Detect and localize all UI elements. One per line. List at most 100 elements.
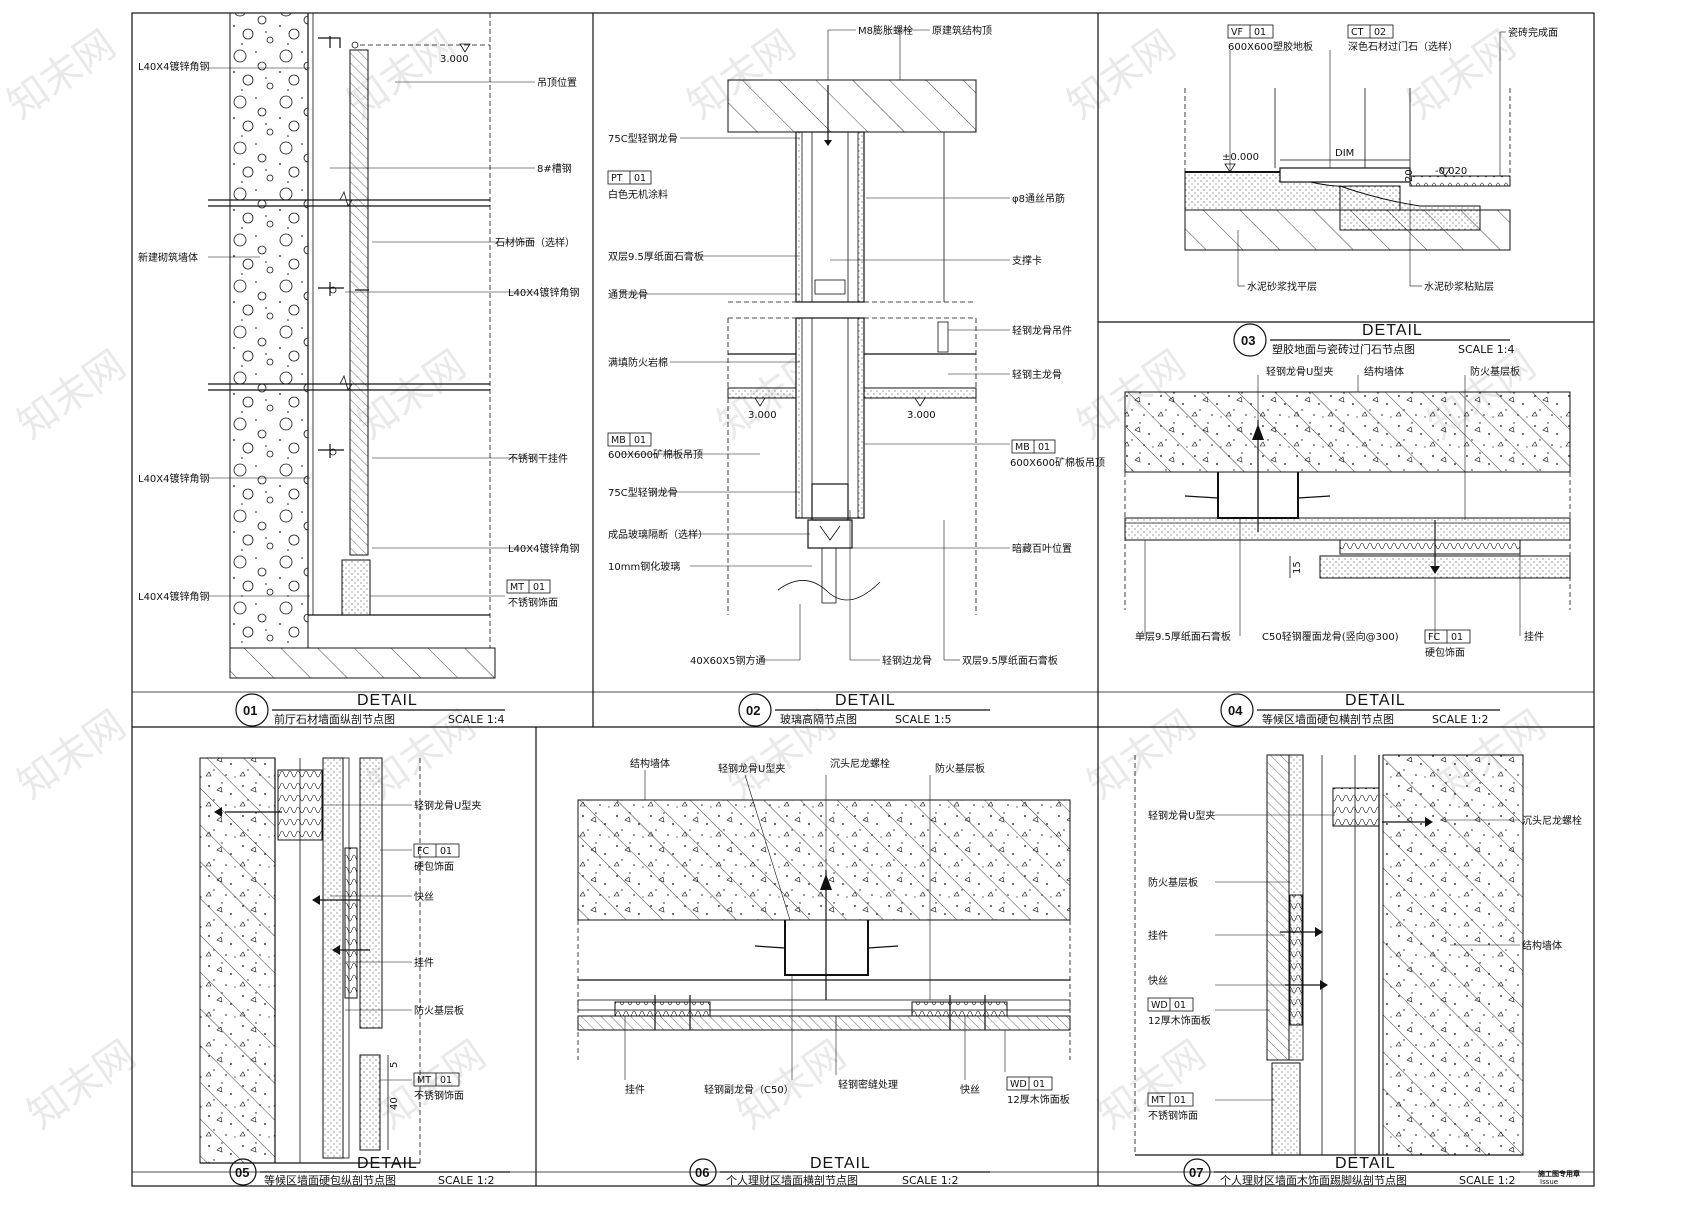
- material-tag: [1147, 1092, 1194, 1107]
- detail-number: 01: [243, 703, 257, 718]
- detail-number: 03: [1241, 333, 1255, 348]
- watermark-text: 知末网: [1089, 1032, 1214, 1139]
- callout-label: 轻钢龙骨U型夹: [1266, 365, 1333, 378]
- callout-label: 75C型轻钢龙骨: [608, 132, 678, 145]
- partition-upper: [795, 131, 865, 303]
- level-label: 3.000: [748, 410, 777, 421]
- detail-04: 15 轻钢龙骨U型夹 结构墙体 防火基层板 单层9.5厚纸面石膏板 C50轻钢覆…: [1124, 365, 1571, 727]
- detail-number: 02: [746, 703, 760, 718]
- callout-label: 挂件: [414, 956, 434, 969]
- callout-label: 不锈钢干挂件: [508, 452, 568, 465]
- level-label: 3.000: [440, 54, 469, 65]
- callout-label: 沉头尼龙螺栓: [830, 757, 890, 770]
- callout-label: 不锈钢饰面: [1148, 1109, 1198, 1122]
- callout-label: L40X4镀锌角钢: [508, 542, 580, 555]
- material-tag-code: MB: [611, 435, 626, 446]
- detail-scale: SCALE 1:2: [438, 1174, 494, 1187]
- callout-label: L40X4镀锌角钢: [138, 590, 210, 603]
- material-tag-no: 01: [533, 582, 545, 593]
- material-tag-no: 02: [1374, 27, 1386, 38]
- detail-heading: DETAIL: [810, 1155, 871, 1172]
- callout-label: 防火基层板: [1470, 365, 1520, 378]
- hanger-left: [614, 1001, 711, 1017]
- structural-slab: [727, 79, 977, 133]
- material-tag-no: 01: [634, 173, 646, 184]
- fire-board: [322, 757, 344, 1159]
- callout-label: 快丝: [1148, 975, 1168, 987]
- callout-label: 通贯龙骨: [608, 288, 648, 301]
- material-tag-no: 01: [1174, 1095, 1186, 1106]
- callout-label: 轻钢边龙骨: [882, 654, 932, 667]
- hard-pack-panel: [1319, 555, 1571, 579]
- watermark-text: 知末网: [9, 342, 134, 449]
- callout-label: 满填防火岩棉: [608, 356, 668, 369]
- callout-label: 防火基层板: [1148, 876, 1198, 889]
- material-tag-no: 01: [1451, 632, 1463, 643]
- steel-skirting: [1271, 1062, 1301, 1156]
- material-tag: [1006, 1076, 1053, 1091]
- detail-number: 07: [1189, 1165, 1203, 1180]
- tile-layer: [1409, 175, 1511, 187]
- hard-pack-panel: [359, 757, 383, 1029]
- material-tag-no: 01: [1254, 27, 1266, 38]
- hanger: [344, 847, 358, 999]
- detail-title: 等候区墙面硬包横剖节点图: [1262, 712, 1394, 726]
- detail-heading: DETAIL: [1345, 692, 1406, 709]
- callout-label: 12厚木饰面板: [1148, 1014, 1211, 1027]
- detail-number-circle: [1220, 693, 1254, 727]
- detail-title: 个人理财区墙面木饰面踢脚纵剖节点图: [1220, 1173, 1407, 1187]
- callout-label: 挂件: [1524, 630, 1544, 643]
- threshold-stone: [1279, 167, 1411, 183]
- callout-label: 75C型轻钢龙骨: [608, 486, 678, 499]
- callout-label: 新建砌筑墙体: [138, 251, 198, 264]
- material-tag-code: FC: [417, 846, 429, 857]
- material-tag: [1147, 997, 1194, 1012]
- callout-label: 轻钢副龙骨（C50）: [704, 1083, 794, 1096]
- callout-label: 支撑卡: [1012, 254, 1042, 267]
- callout-label: 暗藏百叶位置: [1012, 542, 1072, 555]
- detail-number-circle: [689, 1158, 717, 1186]
- detail-number: 05: [235, 1165, 249, 1180]
- callout-label: 石材饰面（选样）: [495, 236, 575, 249]
- detail-title: 玻璃高隔节点图: [780, 712, 857, 726]
- material-tag-no: 01: [440, 1075, 452, 1086]
- callout-label: L40X4镀锌角钢: [138, 472, 210, 485]
- detail-number-circle: [235, 693, 269, 727]
- dimension-label: 15: [1292, 561, 1303, 574]
- watermark-text: 知末网: [1399, 22, 1524, 129]
- detail-07: 轻钢龙骨U型夹 沉头尼龙螺栓 防火基层板 结构墙体 挂件 快丝 WD 01 12…: [1134, 754, 1582, 1187]
- steel-skirting: [359, 1054, 381, 1151]
- callout-label: 沉头尼龙螺栓: [1522, 814, 1582, 827]
- detail-heading: DETAIL: [1335, 1155, 1396, 1172]
- u-clip: [1332, 787, 1380, 827]
- callout-label: 轻钢密缝处理: [838, 1078, 898, 1091]
- stone-panel: [349, 49, 369, 556]
- detail-title: 个人理财区墙面横剖节点图: [726, 1173, 858, 1187]
- callout-label: 硬包饰面: [414, 860, 454, 873]
- hanger-strip: [1339, 539, 1521, 555]
- material-tag-code: MT: [417, 1075, 431, 1086]
- callout-label: C50轻钢覆面龙骨(竖向@300): [1262, 630, 1399, 643]
- detail-number-circle: [1183, 1158, 1211, 1186]
- stamp-line2: Issue: [1540, 1178, 1558, 1186]
- callout-label: 快丝: [960, 1084, 980, 1096]
- callout-label: 轻钢龙骨U型夹: [718, 762, 785, 775]
- callout-label: 轻钢龙骨吊件: [1012, 324, 1072, 337]
- callout-label: 挂件: [1148, 929, 1168, 942]
- callout-label: 防火基层板: [414, 1004, 464, 1017]
- callout-label: 快丝: [414, 891, 434, 903]
- ceiling-board-left: [727, 387, 797, 399]
- detail-06: 结构墙体 轻钢龙骨U型夹 沉头尼龙螺栓 防火基层板 挂件 轻钢副龙骨（C50） …: [577, 757, 1071, 1187]
- level-label: -0.020: [1435, 166, 1467, 177]
- hanger-right: [911, 1001, 1008, 1017]
- callout-label: 40X60X5钢方通: [690, 654, 766, 667]
- callout-label: L40X4镀锌角钢: [508, 286, 580, 299]
- detail-scale: SCALE 1:2: [902, 1174, 958, 1187]
- stamp-line1: 施工图专用章: [1538, 1169, 1580, 1178]
- callout-label: 挂件: [625, 1083, 645, 1096]
- detail-title: 等候区墙面硬包纵剖节点图: [264, 1173, 396, 1187]
- detail-heading: DETAIL: [835, 692, 896, 709]
- material-tag: [413, 1072, 460, 1087]
- issue-stamp: 施工图专用章 Issue: [1538, 1169, 1580, 1186]
